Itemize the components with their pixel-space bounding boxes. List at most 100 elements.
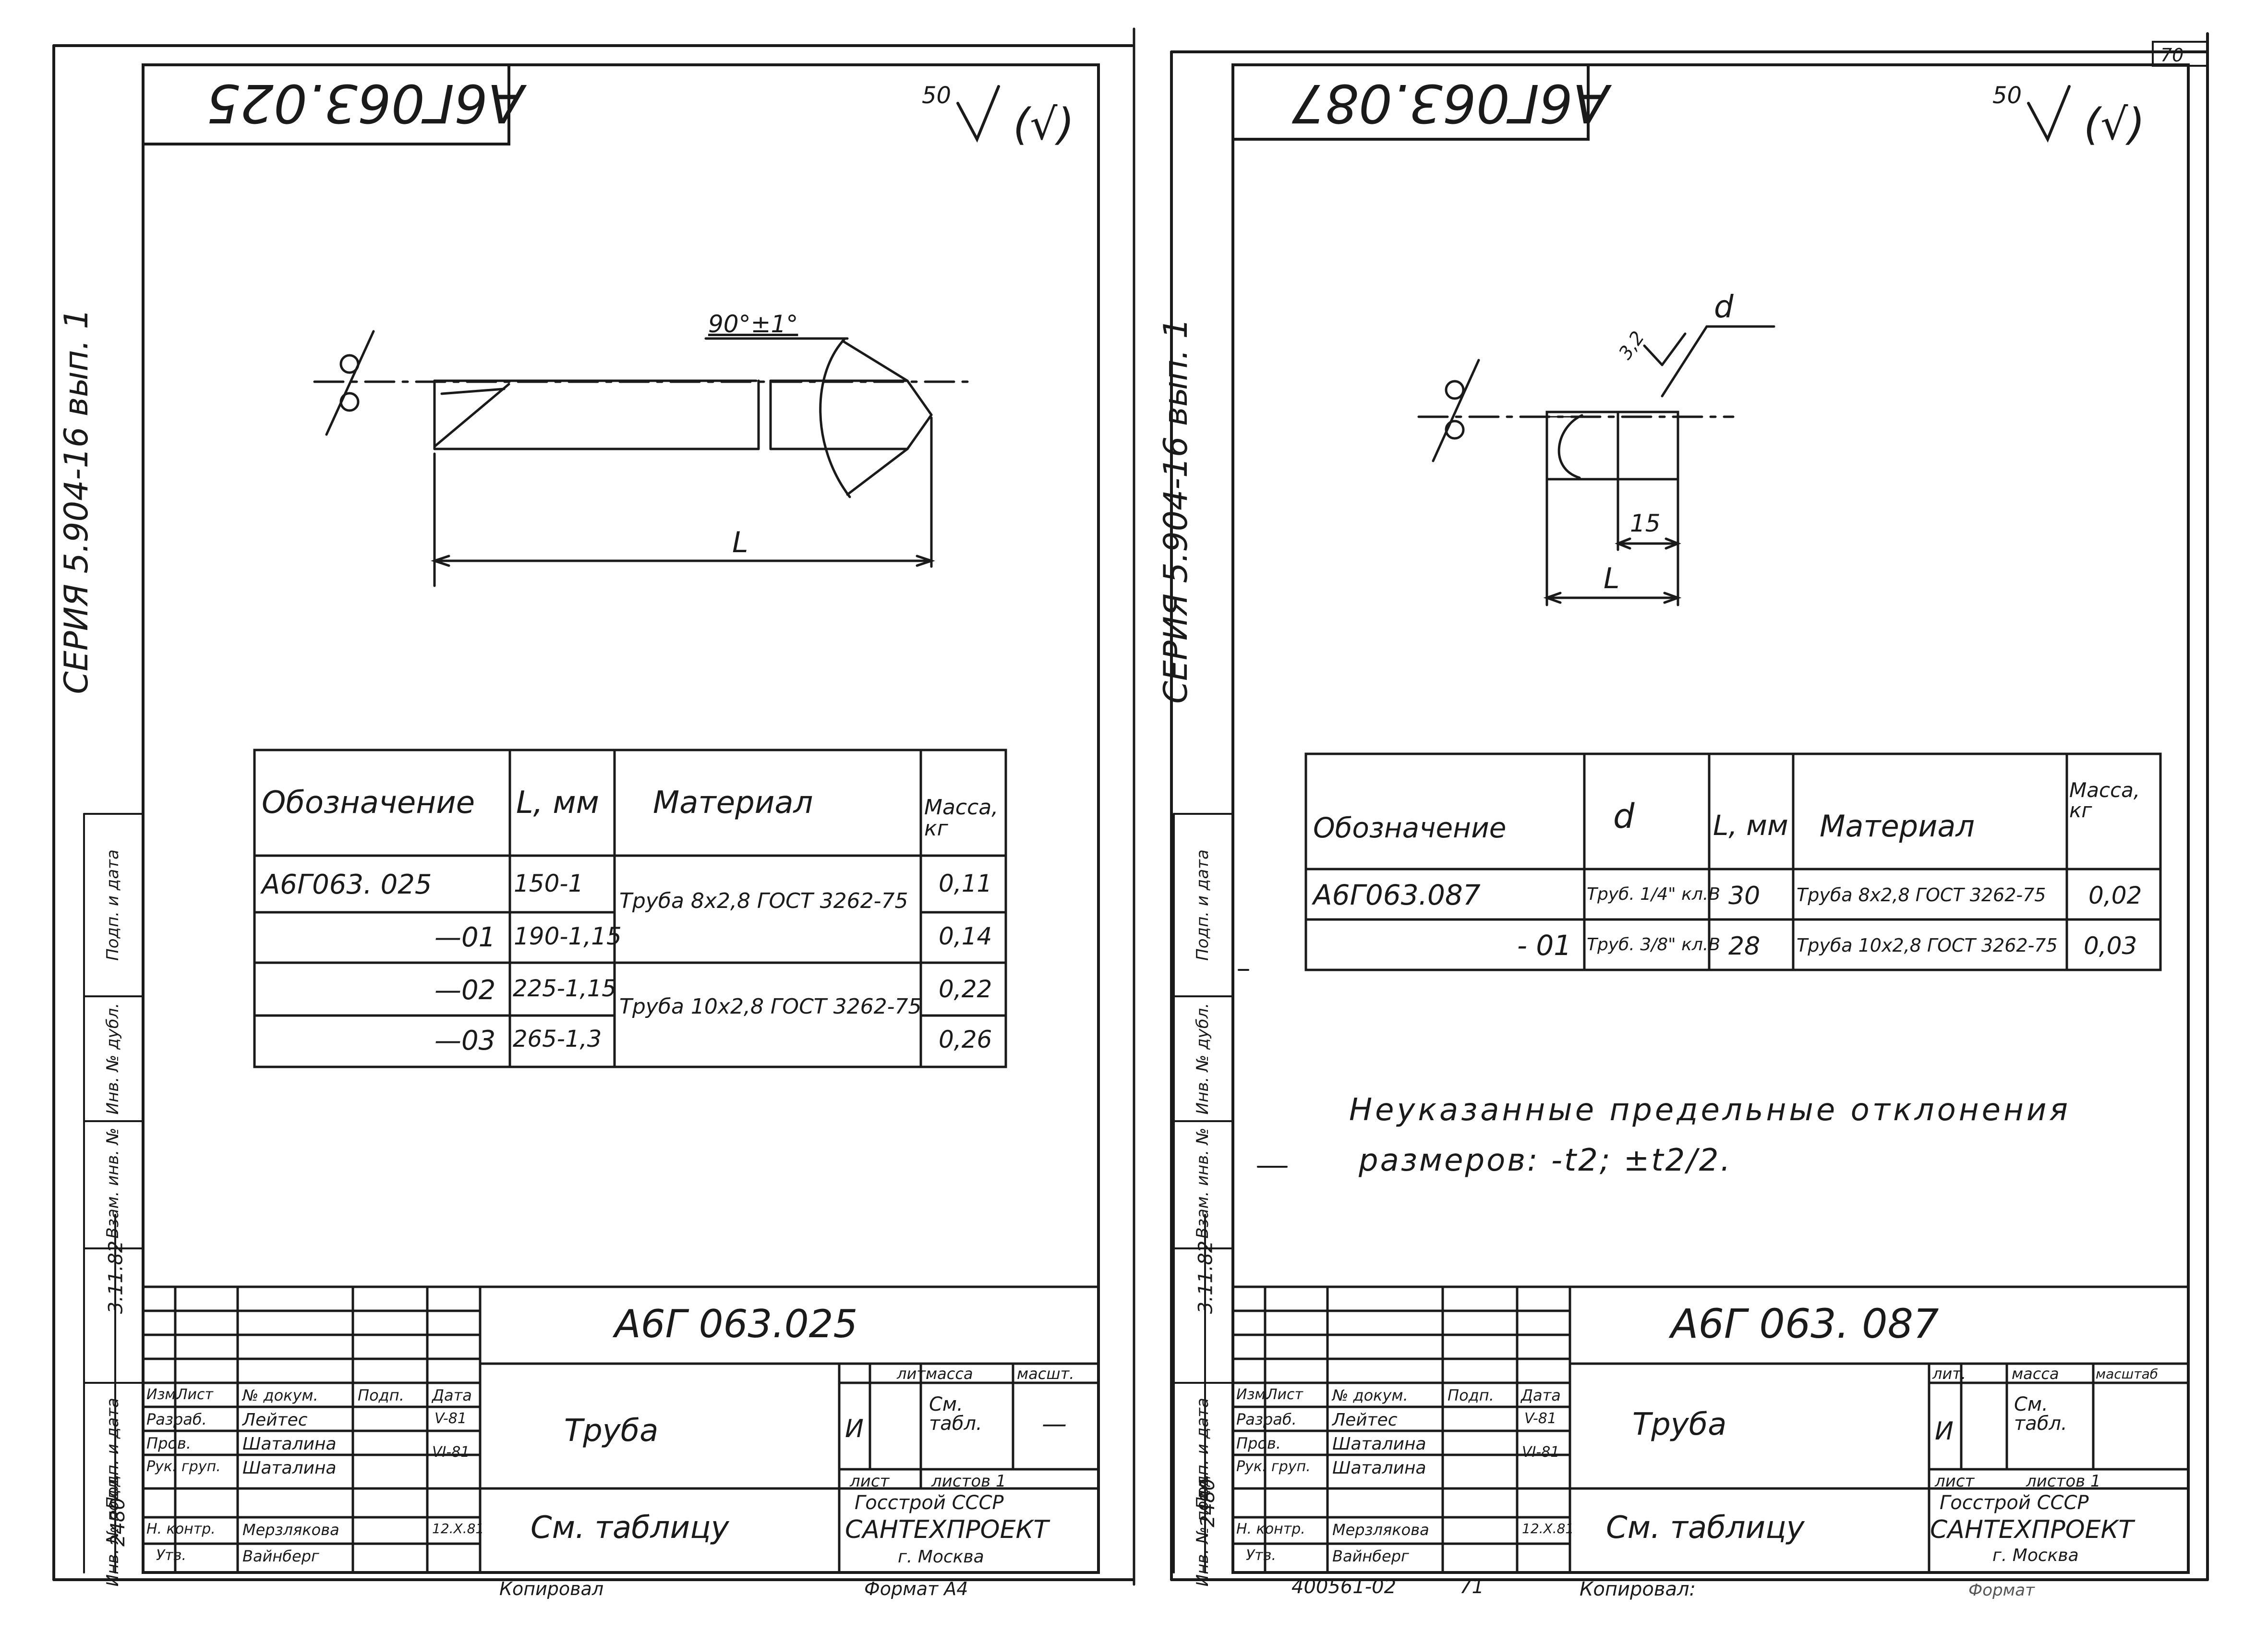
right-stamp-d2: VI-81: [1522, 1444, 1560, 1461]
right-row1-length: 30: [1728, 882, 1761, 910]
right-stamp-n1: Лейтес: [1332, 1410, 1398, 1430]
left-stamp-n4: Мерзлякова: [242, 1521, 339, 1539]
left-series-label: СЕРИЯ 5.904-16 вып. 1: [58, 308, 96, 694]
right-stamp-r1: Разраб.: [1236, 1410, 1297, 1428]
left-th-length: L, мм: [516, 785, 599, 821]
left-row4-designation: —03: [434, 1025, 496, 1056]
right-row1-designation: А6Г063.087: [1313, 879, 1481, 911]
right-th-length: L, мм: [1713, 809, 1788, 842]
right-side-c1: Взам. инв. №: [1193, 1127, 1212, 1239]
right-stamp-r5: Утв.: [1246, 1547, 1276, 1564]
left-stamp-n3: Шаталина: [242, 1458, 337, 1478]
right-stamp-org3: г. Москва: [1992, 1546, 2079, 1565]
right-stamp-n3: Шаталина: [1332, 1458, 1426, 1478]
right-th-mass: Масса, кг: [2069, 778, 2140, 822]
left-title-block: [142, 1285, 1100, 1574]
left-stamp-org2: САНТЕХПРОЕКТ: [845, 1515, 1049, 1544]
left-stamp-h-date: Дата: [432, 1386, 472, 1404]
right-stamp-sheets: листов 1: [2026, 1472, 2101, 1491]
right-note-line1: Неуказанные предельные отклонения: [1349, 1092, 2071, 1128]
left-stamp-scale-h: масшт.: [1017, 1365, 1074, 1383]
right-th-material: Материал: [1820, 809, 1975, 844]
note-marks: [1238, 969, 1288, 1168]
left-stamp-sheets: листов 1: [931, 1472, 1006, 1491]
left-code-rotated: А6Г063.025: [206, 73, 524, 134]
left-sheet-frame: [52, 44, 1134, 1581]
right-stamp-scale-h: масштаб: [2096, 1366, 2159, 1382]
left-side-strip: [83, 813, 144, 1573]
left-row3-mass: 0,22: [939, 975, 992, 1003]
roughness-symbols: [956, 85, 2071, 143]
right-pipe-drawing: [1417, 325, 1775, 606]
left-stamp-r5: Утв.: [156, 1547, 186, 1564]
left-stamp-lit-h: лит.: [897, 1365, 931, 1383]
right-row1-d: Труб. 1/4" кл.В: [1587, 884, 1721, 904]
right-format: Формат: [1968, 1581, 2035, 1600]
right-side-num: 2480: [1196, 1478, 1219, 1527]
right-sheet-frame: [1170, 32, 2209, 1581]
left-stamp-n5: Вайнберг: [242, 1547, 319, 1565]
left-row2-mass: 0,14: [939, 922, 992, 950]
right-stamp-r3: Рук. груп.: [1236, 1458, 1311, 1475]
left-side-c3: Подп. и дата: [103, 849, 122, 961]
left-row1-designation: А6Г063. 025: [262, 869, 432, 900]
left-angle-dim: 90°±1°: [708, 310, 798, 338]
right-bottom-number: 400561-02: [1291, 1576, 1397, 1598]
right-row2-length: 28: [1728, 932, 1761, 961]
left-side-c1: Взам. инв. №: [103, 1127, 122, 1239]
right-stamp-n4: Мерзлякова: [1332, 1521, 1429, 1539]
right-row2-d: Труб. 3/8" кл.В: [1587, 935, 1721, 955]
right-code-rotated: А6Г063.087: [1291, 73, 1609, 134]
right-table-grid: [1304, 752, 2162, 971]
right-stamp-lit: И: [1935, 1417, 1954, 1446]
left-stamp-h-list: Лист: [177, 1386, 214, 1403]
left-stamp-mass: См. табл.: [929, 1393, 982, 1435]
left-th-mass: Масса, кг: [924, 795, 999, 841]
left-table-grid: [253, 749, 1007, 1068]
right-stamp-ref: См. таблицу: [1606, 1510, 1805, 1546]
left-material-2: Труба 10х2,8 ГОСТ 3262-75: [619, 994, 922, 1019]
right-stamp-n5: Вайнберг: [1332, 1547, 1409, 1565]
right-roughness-value: 50: [1992, 82, 2022, 109]
right-dim-L: L: [1604, 562, 1620, 595]
left-pipe-drawing: [313, 330, 969, 587]
left-row1-mass: 0,11: [939, 870, 992, 897]
right-series-label: СЕРИЯ 5.904-16 вып. 1: [1157, 318, 1195, 704]
left-stamp-d2: VI-81: [432, 1444, 470, 1461]
right-row2-mass: 0,03: [2084, 932, 2137, 960]
sheet-number: 70: [2160, 45, 2184, 66]
left-th-material: Материал: [653, 785, 813, 821]
right-stamp-mass: См. табл.: [2014, 1393, 2067, 1435]
left-stamp-org3: г. Москва: [898, 1547, 984, 1567]
right-stamp-mass-h: масса: [2012, 1365, 2059, 1383]
right-stamp-lit-h: лит.: [1932, 1365, 1966, 1383]
right-row2-material: Труба 10х2,8 ГОСТ 3262-75: [1797, 935, 2058, 956]
left-side-num: 2480: [107, 1498, 129, 1547]
right-stamp-r4: Н. контр.: [1236, 1521, 1305, 1537]
left-material-1: Труба 8х2,8 ГОСТ 3262-75: [619, 889, 908, 913]
left-side-c2: Инв. № дубл.: [103, 1003, 122, 1115]
right-stamp-n2: Шаталина: [1332, 1434, 1426, 1454]
left-copied-by: Копировал: [499, 1578, 604, 1599]
left-th-designation: Обозначение: [262, 785, 475, 821]
right-note-line2: размеров: -t2; ±t2/2.: [1359, 1143, 1732, 1178]
right-stamp-org1: Госстрой СССР: [1940, 1492, 2089, 1514]
left-row4-length: 265-1,3: [513, 1026, 602, 1052]
left-stamp-n1: Лейтес: [242, 1410, 308, 1430]
left-stamp-d1: V-81: [434, 1410, 467, 1427]
left-stamp-n2: Шаталина: [242, 1434, 337, 1454]
left-stamp-mass-h: масса: [926, 1365, 973, 1383]
left-stamp-r4: Н. контр.: [146, 1521, 216, 1537]
right-stamp-code: А6Г 063. 087: [1671, 1300, 1939, 1347]
left-stamp-r3: Рук. груп.: [146, 1458, 221, 1475]
left-side-date: 3.11.82: [105, 1240, 127, 1314]
left-row4-mass: 0,26: [939, 1026, 992, 1053]
left-stamp-r2: Пров.: [146, 1434, 191, 1452]
right-side-strip: [1173, 813, 1234, 1573]
left-row2-length: 190-1,15: [514, 922, 622, 950]
left-stamp-h-podp: Подп.: [358, 1386, 404, 1404]
right-row1-material: Труба 8х2,8 ГОСТ 3262-75: [1797, 884, 2046, 906]
right-stamp-h-date: Дата: [1521, 1386, 1561, 1404]
left-stamp-sheet: лист: [850, 1472, 890, 1491]
left-stamp-org1: Госстрой СССР: [855, 1492, 1004, 1514]
